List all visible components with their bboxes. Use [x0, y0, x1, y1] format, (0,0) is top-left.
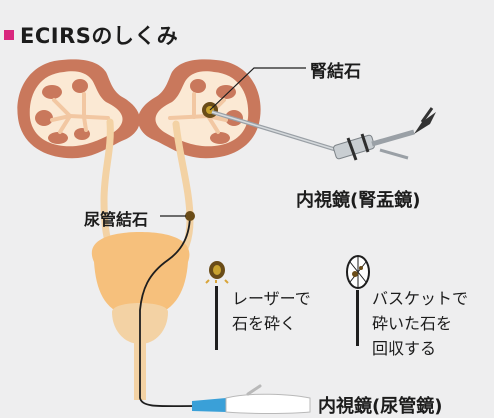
basket-note-line: 砕いた石を [372, 311, 468, 336]
diagram-title: ECIRSのしくみ [4, 20, 178, 50]
ureter-stone-label: 尿管結石 [84, 206, 148, 230]
basket-icon [347, 256, 369, 346]
title-text: ECIRSのしくみ [20, 20, 178, 50]
kidney-stone-label: 腎結石 [310, 57, 361, 82]
laser-note-line: レーザーで [232, 286, 311, 311]
laser-note: レーザーで 石を砕く [232, 286, 311, 336]
basket-note-line: バスケットで [372, 286, 468, 311]
basket-note: バスケットで 砕いた石を 回収する [372, 286, 468, 361]
nephroscope-label: 内視鏡(腎盂鏡) [296, 186, 420, 212]
basket-note-line: 回収する [372, 336, 468, 361]
title-marker [4, 30, 14, 40]
laser-fiber-icon [206, 261, 228, 350]
left-kidney [17, 59, 140, 158]
ureter-stone [185, 211, 195, 221]
laser-note-line: 石を砕く [232, 311, 311, 336]
right-kidney [138, 59, 261, 158]
ureteroscope-label: 内視鏡(尿管鏡) [318, 392, 442, 418]
ureteroscope-device [192, 386, 310, 414]
